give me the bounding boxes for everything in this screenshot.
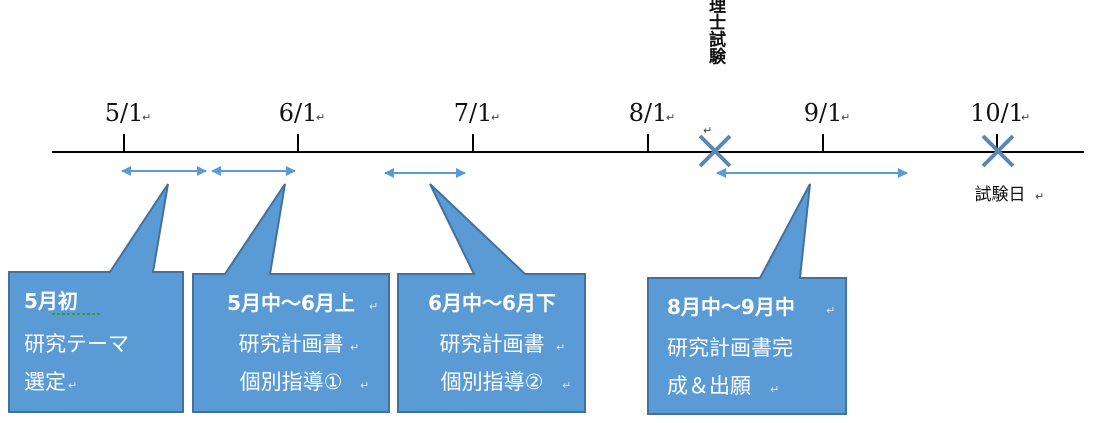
paragraph-mark: ↵ xyxy=(556,341,565,354)
paragraph-mark: ↵ xyxy=(360,379,369,392)
callout-shape xyxy=(397,183,586,413)
callout-body-line: 研究テーマ xyxy=(24,332,129,356)
callout-body-line: 研究計画書 xyxy=(440,332,545,356)
callout-body-line: 個別指導① xyxy=(240,370,343,394)
tick-6-1: 6/1 ↵ xyxy=(279,99,325,152)
cross-icon xyxy=(698,134,732,168)
paragraph-mark: ↵ xyxy=(562,379,571,392)
callout-title: 5月中～6月上 xyxy=(227,291,355,315)
callout-shape xyxy=(647,183,847,415)
callout-period-4: 8月中～9月中 ↵ 研究計画書完 成＆出願 ↵ xyxy=(647,183,847,415)
callout-period-3: 6月中～6月下 研究計画書 ↵ 個別指導② ↵ xyxy=(397,183,586,413)
paragraph-mark: ↵ xyxy=(1021,111,1030,124)
tick-label: 6/1 xyxy=(279,99,318,127)
callout-shape xyxy=(8,183,184,413)
tick-label: 8/1 xyxy=(629,99,668,127)
paragraph-mark: ↵ xyxy=(350,341,359,354)
tick-label: 9/1 xyxy=(804,99,843,127)
callout-body-line: 成＆出願 xyxy=(667,374,751,398)
paragraph-mark: ↵ xyxy=(841,111,850,124)
callout-title: 6月中～6月下 xyxy=(428,291,556,315)
tick-label: 10/1 xyxy=(970,99,1024,127)
tick-5-1: 5/1 ↵ xyxy=(105,99,151,152)
paragraph-mark: ↵ xyxy=(316,111,325,124)
tick-7-1: 7/1 ↵ xyxy=(454,99,500,152)
paragraph-mark: ↵ xyxy=(369,300,378,313)
paragraph-mark: ↵ xyxy=(491,111,500,124)
event-tax-exam: 税理士試験 ↵ xyxy=(698,0,732,168)
callout-body-line: 研究計画書完 xyxy=(667,336,793,360)
callout-shape xyxy=(192,183,390,413)
callout-body-line: 研究計画書 xyxy=(239,332,344,356)
paragraph-mark: ↵ xyxy=(142,111,151,124)
tick-label: 5/1 xyxy=(105,99,144,127)
paragraph-mark: ↵ xyxy=(826,304,835,317)
exam-day-label: 試験日 xyxy=(975,185,1026,205)
tick-label: 7/1 xyxy=(454,99,493,127)
tick-10-1: 10/1 ↵ xyxy=(970,99,1030,152)
callout-title: 5月初 xyxy=(24,289,78,313)
callout-body-line: 個別指導② xyxy=(441,370,544,394)
callout-period-1: 5月初 研究テーマ 選定 ↵ xyxy=(8,183,184,413)
paragraph-mark: ↵ xyxy=(1035,190,1044,203)
paragraph-mark: ↵ xyxy=(666,111,675,124)
paragraph-mark: ↵ xyxy=(703,124,712,137)
paragraph-mark: ↵ xyxy=(68,379,77,392)
paragraph-mark: ↵ xyxy=(770,383,779,396)
tick-8-1: 8/1 ↵ xyxy=(629,99,675,152)
tick-9-1: 9/1 ↵ xyxy=(804,99,850,152)
callout-body-line: 選定 xyxy=(24,370,66,394)
event-label-vertical: 税理士試験 xyxy=(705,0,726,65)
event-exam-day: 試験日 ↵ xyxy=(975,134,1044,205)
callout-period-2: 5月中～6月上 ↵ 研究計画書 ↵ 個別指導① ↵ xyxy=(192,183,390,413)
callout-title: 8月中～9月中 xyxy=(667,295,795,319)
cross-icon xyxy=(981,134,1015,168)
